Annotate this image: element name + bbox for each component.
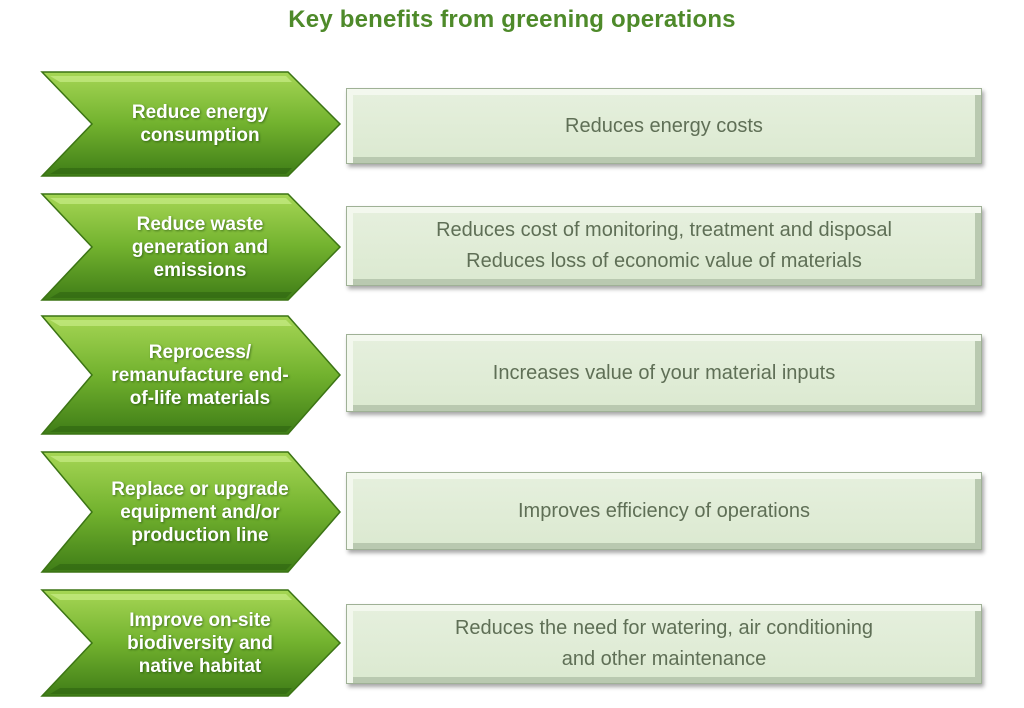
chevron-arrow-shape [40,193,342,301]
action-chevron: Replace or upgrade equipment and/or prod… [40,450,342,574]
action-chevron: Improve on-site biodiversity and native … [40,588,342,698]
chevron-arrow-shape [40,589,342,697]
diagram-title: Key benefits from greening operations [288,6,736,33]
benefit-box: Increases value of your material inputs [346,334,982,412]
benefit-text: and other maintenance [561,648,767,670]
benefit-text: Reduces the need for watering, air condi… [454,617,874,639]
chevron-arrow-shape [40,71,342,177]
action-label: Reduce energy consumption [131,102,269,146]
action-label: Replace or upgrade equipment and/or prod… [111,478,289,546]
benefit-box: Reduces the need for watering, air condi… [346,604,982,684]
benefit-box: Improves efficiency of operations [346,472,982,550]
action-chevron: Reduce energy consumption [40,70,342,178]
benefit-text: Reduces energy costs [565,114,763,137]
action-chevron: Reprocess/ remanufacture end-of-life mat… [40,314,342,436]
chevron-arrow-shape [40,451,341,573]
chevron-arrow-shape [40,315,341,435]
benefit-text: Increases value of your material inputs [492,361,836,384]
benefit-text: Improves efficiency of operations [517,499,810,522]
benefit-text: Reduces cost of monitoring, treatment an… [436,219,892,241]
action-label: Reprocess/ remanufacture end-of-life mat… [111,341,289,409]
action-chevron: Reduce waste generation and emissions [40,192,342,302]
benefit-box: Reduces cost of monitoring, treatment an… [346,206,982,286]
benefit-text: Reduces loss of economic value of materi… [466,250,862,272]
action-label: Reduce waste generation and emissions [131,213,269,281]
action-label: Improve on-site biodiversity and native … [127,609,273,677]
benefit-box: Reduces energy costs [346,88,982,164]
